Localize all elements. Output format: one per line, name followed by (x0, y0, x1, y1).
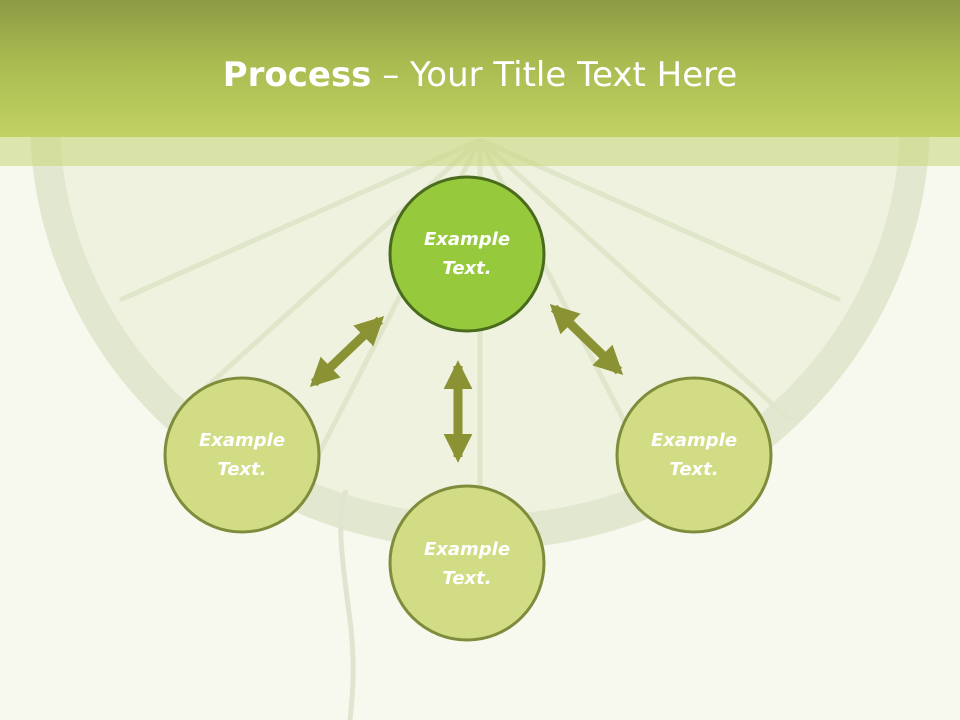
node-right-line2: Text. (669, 459, 719, 480)
slide-title[interactable]: Process – Your Title Text Here (0, 50, 960, 100)
node-right-label: Example Text. (624, 426, 764, 484)
title-rest: – Your Title Text Here (371, 55, 738, 95)
node-top-label: Example Text. (397, 225, 537, 283)
arrow-top-left (309, 316, 385, 387)
node-bottom-label: Example Text. (397, 535, 537, 593)
node-top[interactable] (388, 175, 546, 333)
node-right[interactable] (615, 376, 773, 534)
node-left-label: Example Text. (172, 426, 312, 484)
header-bar (0, 0, 960, 137)
node-bottom-line1: Example (423, 539, 511, 560)
node-left-line2: Text. (217, 459, 267, 480)
header-band (0, 137, 960, 166)
node-bottom[interactable] (388, 484, 546, 642)
node-left[interactable] (163, 376, 321, 534)
node-left-line1: Example (198, 430, 286, 451)
node-bottom-line2: Text. (442, 568, 492, 589)
juice-drip (338, 489, 356, 720)
arrow-top-right (549, 303, 624, 376)
node-top-line2: Text. (442, 258, 492, 279)
title-bold: Process (222, 55, 372, 95)
node-top-line1: Example (423, 229, 511, 250)
node-right-line1: Example (650, 430, 738, 451)
